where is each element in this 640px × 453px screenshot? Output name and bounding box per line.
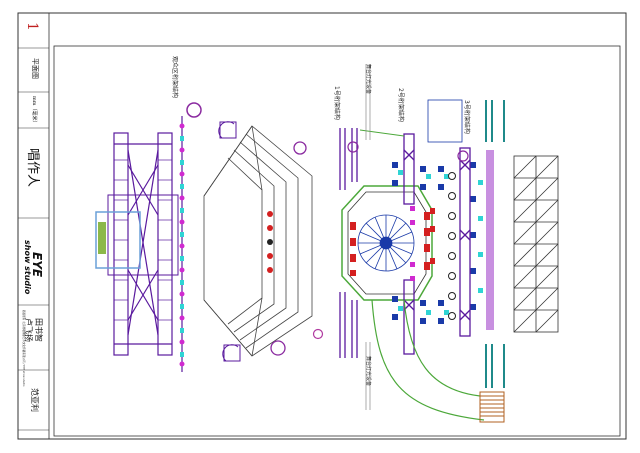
truss-2 bbox=[403, 133, 415, 355]
green-cable bbox=[359, 129, 405, 137]
upstage-box bbox=[427, 99, 463, 143]
drawing-frame bbox=[53, 45, 621, 437]
label-stage-lights-bottom: 舞台灯光设备 bbox=[365, 356, 371, 387]
label-truss-2: 2号桁架结构 bbox=[397, 88, 404, 122]
ring-truss1 bbox=[347, 141, 359, 153]
console-desk bbox=[98, 222, 106, 254]
equipment-rails bbox=[365, 64, 371, 410]
lamp-heads-column bbox=[448, 172, 456, 320]
audience-light-column bbox=[179, 116, 185, 372]
stairs bbox=[479, 391, 505, 423]
tower-top bbox=[218, 121, 237, 139]
page-number: 1 bbox=[24, 22, 40, 31]
light-fixtures-grid bbox=[392, 162, 483, 324]
fan-stage-lights bbox=[267, 211, 273, 273]
label-audience-truss: 观众区桁架结构 bbox=[171, 56, 178, 99]
tower-bottom bbox=[222, 344, 241, 362]
main-stage-red-lights bbox=[350, 212, 430, 276]
audience-truss bbox=[107, 132, 179, 356]
audience-truss-rungs bbox=[114, 159, 172, 321]
scale-unit: mm（毫米） bbox=[31, 96, 37, 126]
truss-1 bbox=[339, 128, 358, 358]
truss-3 bbox=[459, 147, 471, 337]
ring-top-left bbox=[186, 102, 202, 118]
green-cable-curve-2 bbox=[371, 299, 485, 421]
outer-frame bbox=[17, 12, 627, 440]
fan-stage bbox=[203, 125, 313, 357]
brand-eye: EYE bbox=[30, 252, 44, 278]
magenta-wash-strip bbox=[486, 150, 494, 330]
title-block-dividers bbox=[18, 47, 49, 431]
drawing-name: 平面图 bbox=[31, 58, 39, 79]
ring-small bbox=[312, 328, 324, 340]
copyright-line: 版权所有 北京视眼映像艺术文化传播有限公司 / EYE show studio bbox=[22, 310, 25, 387]
ring-mid-bottom bbox=[270, 340, 286, 356]
label-truss-3: 3号桁架结构 bbox=[463, 100, 470, 134]
label-stage-lights-top: 舞台灯光设备 bbox=[365, 64, 371, 95]
led-screen-grid bbox=[513, 155, 559, 333]
project-name: 唱作人 bbox=[25, 148, 40, 188]
green-cable-curve bbox=[403, 299, 481, 397]
turntable-stage bbox=[357, 214, 415, 272]
reviewer: 范亚利 bbox=[30, 388, 39, 412]
ring-mid-top bbox=[293, 141, 307, 155]
ring-truss3 bbox=[457, 150, 469, 162]
control-booth bbox=[95, 211, 141, 269]
brand-show-studio: show studio bbox=[23, 240, 32, 295]
teal-bars bbox=[485, 100, 505, 388]
designer-1: 田书智 bbox=[34, 318, 43, 342]
label-truss-1: 1号桁架结构 bbox=[333, 86, 340, 120]
